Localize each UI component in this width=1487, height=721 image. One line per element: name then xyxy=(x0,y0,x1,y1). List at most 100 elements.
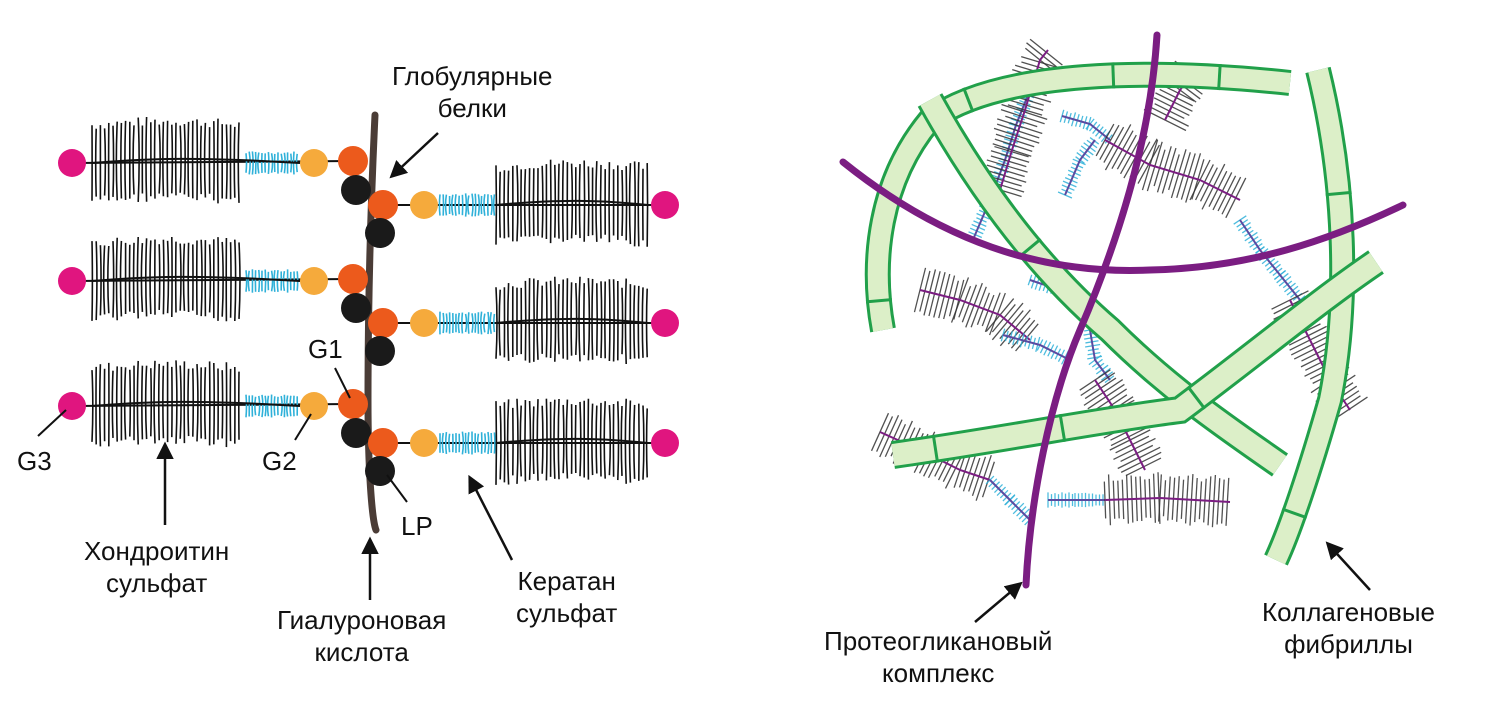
bristle xyxy=(203,122,207,198)
fibril-segment-band xyxy=(931,434,940,463)
fibril-segment-band xyxy=(1111,62,1116,89)
gag-axis xyxy=(1239,219,1301,301)
bristle xyxy=(451,194,454,216)
g2-domain xyxy=(300,149,328,177)
label-line: Глобулярные xyxy=(392,61,553,91)
g3-domain xyxy=(58,392,86,420)
g1-domain xyxy=(368,428,398,458)
bristle xyxy=(479,311,483,335)
label-line: Гиалуроновая xyxy=(277,605,447,635)
bristle xyxy=(261,394,264,418)
link-protein xyxy=(341,418,371,448)
bristle xyxy=(203,367,207,440)
bristle xyxy=(445,313,448,333)
label-line: Хондроитин xyxy=(84,536,230,566)
chondroitin-chain xyxy=(1103,472,1231,528)
bristle xyxy=(208,244,212,313)
aggrecan-aggregate-diagram xyxy=(37,111,679,600)
label-line: Протеогликановый xyxy=(824,626,1053,656)
bristle xyxy=(471,193,474,217)
link-protein xyxy=(365,456,395,486)
bristle xyxy=(474,193,477,217)
bristle xyxy=(467,195,470,215)
gag-axis xyxy=(989,479,1031,521)
bristle xyxy=(448,433,451,453)
bristle xyxy=(280,395,283,417)
left-proteoglycan-unit xyxy=(58,236,371,323)
collagen-fibrils xyxy=(864,61,1384,566)
g2-pointer xyxy=(294,413,312,441)
bristle xyxy=(461,312,464,334)
label-proteoglycan-complex: Протеогликановый комплекс xyxy=(824,625,1052,689)
label-line: сульфат xyxy=(516,598,618,628)
bristle xyxy=(464,193,468,217)
bristle xyxy=(492,194,496,216)
g3-domain xyxy=(58,149,86,177)
bristle xyxy=(483,313,486,333)
g3-domain xyxy=(651,191,679,219)
label-line: Коллагеновые xyxy=(1262,597,1435,627)
bristle xyxy=(221,241,224,317)
core-protein-segment xyxy=(91,157,301,164)
label-g2: G2 xyxy=(262,446,297,476)
bristle xyxy=(457,312,460,334)
bristle xyxy=(467,432,470,454)
bristle xyxy=(245,270,248,292)
keratan-chain xyxy=(1059,109,1113,144)
bristle xyxy=(492,313,496,333)
bristle xyxy=(257,152,260,174)
keratan-sulfate-chains xyxy=(245,269,299,293)
fibril-segment-band xyxy=(1281,507,1308,520)
bristle xyxy=(273,396,276,416)
left-proteoglycan-unit xyxy=(58,116,371,205)
collagen-fibrils-arrow xyxy=(1325,541,1371,591)
keratan-sulfate-chains xyxy=(439,311,496,335)
bristle xyxy=(248,151,251,175)
fibril-body xyxy=(891,252,1383,466)
g3-pointer xyxy=(37,409,67,437)
core-protein-segment xyxy=(495,437,649,444)
label-hyaluronic-acid: Гиалуроновая кислота xyxy=(277,604,446,668)
bristle xyxy=(484,433,487,453)
keratan-chain xyxy=(1047,492,1105,508)
bristle xyxy=(254,396,257,416)
label-line: комплекс xyxy=(882,658,995,688)
bristle xyxy=(493,432,496,454)
label-chondroitin-sulfate: Хондроитин сульфат xyxy=(84,535,229,599)
bristle xyxy=(487,431,490,455)
proteoglycan-backbone xyxy=(1022,31,1161,589)
label-line: сульфат xyxy=(105,568,208,598)
bristle xyxy=(490,195,493,215)
bristle xyxy=(489,312,492,334)
bristle xyxy=(266,395,270,417)
g2-domain xyxy=(300,392,328,420)
bristle xyxy=(444,431,448,455)
keratan-sulfate-chains xyxy=(438,193,496,217)
label-lp: LP xyxy=(401,511,433,541)
bristle xyxy=(270,270,274,292)
label-line: белки xyxy=(437,93,507,123)
g3-domain xyxy=(651,429,679,457)
collagen-fibril xyxy=(1264,66,1356,566)
gag-axis xyxy=(1002,334,1071,361)
left-proteoglycan-unit xyxy=(58,360,371,448)
g1-pointer xyxy=(334,367,351,399)
bristle xyxy=(273,270,276,292)
keratan-sulfate-chains xyxy=(439,431,496,455)
bristle xyxy=(454,194,457,216)
bristle xyxy=(233,126,236,198)
link-protein xyxy=(341,293,371,323)
fibril-segment-band xyxy=(962,87,975,113)
bristle xyxy=(444,194,448,216)
fibril-segment-band xyxy=(1186,385,1206,410)
g1-domain xyxy=(368,190,398,220)
right-proteoglycan-unit xyxy=(365,276,679,366)
g2-domain xyxy=(410,191,438,219)
lp-pointer xyxy=(386,474,408,503)
bristle xyxy=(245,153,248,173)
label-g1: G1 xyxy=(308,334,343,364)
link-protein xyxy=(365,218,395,248)
right-proteoglycan-unit xyxy=(365,398,679,486)
gag-axis xyxy=(1104,139,1241,201)
